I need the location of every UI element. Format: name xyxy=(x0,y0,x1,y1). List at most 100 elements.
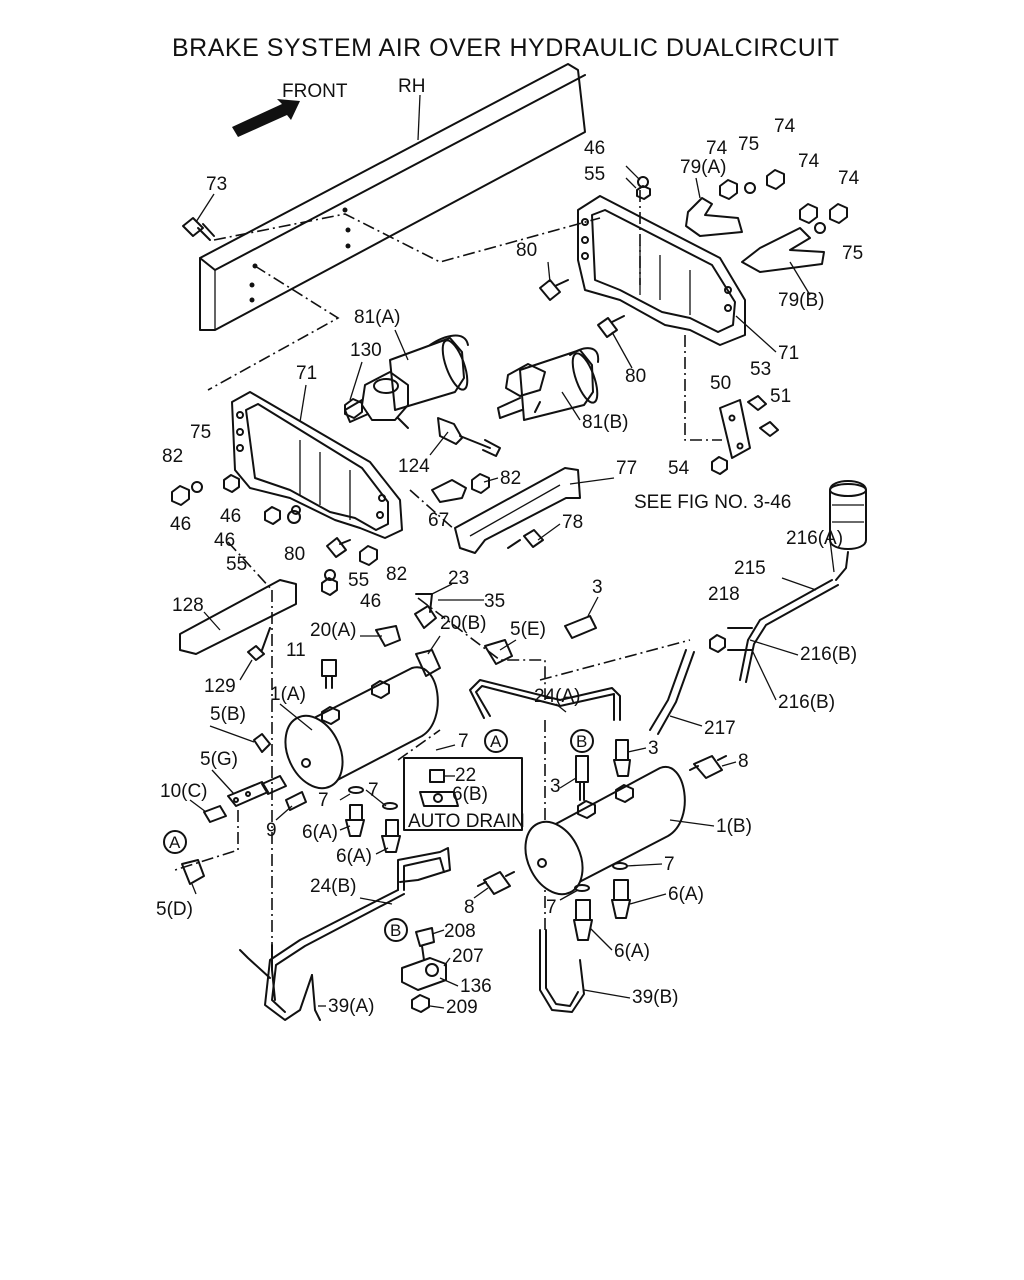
frame-rail xyxy=(199,63,601,391)
callout: 216(A) xyxy=(786,528,843,549)
hose-217 xyxy=(649,649,695,735)
callout: 5(D) xyxy=(156,899,193,920)
svg-text:B: B xyxy=(390,921,401,940)
callout: 46 xyxy=(360,591,381,612)
callout: 82 xyxy=(162,446,183,467)
bracket-128 xyxy=(179,579,297,960)
reference-marker-b-upper: B xyxy=(570,729,594,753)
callout: 53 xyxy=(750,359,771,380)
callout: 79(A) xyxy=(680,157,726,178)
callout: 218 xyxy=(708,584,740,605)
callout: 46 xyxy=(584,138,605,159)
callout: 7 xyxy=(368,780,379,801)
callout: 22 xyxy=(455,765,476,786)
callout: 7 xyxy=(318,790,329,811)
callout: 6(A) xyxy=(614,941,650,962)
air-tank-1b xyxy=(524,765,686,896)
callout: 130 xyxy=(350,340,382,361)
callout: 39(A) xyxy=(328,996,374,1017)
strap-79b xyxy=(741,227,825,273)
callout: 6(A) xyxy=(336,846,372,867)
callout: 77 xyxy=(616,458,637,479)
callout: 46 xyxy=(170,514,191,535)
callout: 8 xyxy=(738,751,749,772)
plate-50 xyxy=(684,335,779,475)
callout: 74 xyxy=(774,116,796,137)
air-pipe-24b xyxy=(264,847,451,1021)
strap-79a xyxy=(685,197,743,237)
relay-valve-81b xyxy=(497,347,600,421)
callout: 51 xyxy=(770,386,791,407)
air-dryer xyxy=(829,480,867,581)
rh-label: RH xyxy=(398,76,425,97)
callout: 129 xyxy=(204,676,236,697)
callout: 11 xyxy=(286,640,306,661)
callout: 1(A) xyxy=(270,684,306,705)
callout: 5(G) xyxy=(200,749,238,770)
callout: 82 xyxy=(386,564,407,585)
drain-valves-tank-b xyxy=(573,862,631,941)
callout: 81(A) xyxy=(354,307,400,328)
callout: 9 xyxy=(266,820,277,841)
callout: 136 xyxy=(460,976,492,997)
callout: 75 xyxy=(842,243,863,264)
callout: 215 xyxy=(734,558,766,579)
callout: 7 xyxy=(458,731,469,752)
callout: 74 xyxy=(838,168,860,189)
front-label: FRONT xyxy=(282,81,348,102)
auto-drain-part: 6(B) xyxy=(452,784,488,805)
page-title: BRAKE SYSTEM AIR OVER HYDRAULIC DUALCIRC… xyxy=(172,34,840,62)
callout: 67 xyxy=(428,510,449,531)
callout: 216(B) xyxy=(778,692,835,713)
callout: 55 xyxy=(348,570,369,591)
pressure-switch-124 xyxy=(437,417,501,457)
callout: 50 xyxy=(710,373,731,394)
callout: 3 xyxy=(648,738,659,759)
callout: 35 xyxy=(484,591,505,612)
callout: 208 xyxy=(444,921,476,942)
bolt-78 xyxy=(507,529,544,549)
callout: 207 xyxy=(452,946,484,967)
clip-assembly-207 xyxy=(401,927,447,1013)
callout: 71 xyxy=(296,363,317,384)
bolt-73 xyxy=(182,217,215,241)
callout: 46 xyxy=(220,506,241,527)
svg-text:B: B xyxy=(576,732,587,751)
callout: 7 xyxy=(546,897,557,918)
callout: 209 xyxy=(446,997,478,1018)
callout: 39(B) xyxy=(632,987,678,1008)
tank-bracket-upper xyxy=(577,190,746,346)
reference-marker-a-lower: A xyxy=(163,830,187,854)
callout: 81(B) xyxy=(582,412,628,433)
bolts-80 xyxy=(539,279,625,338)
callout: 5(B) xyxy=(210,704,246,725)
callout: 75 xyxy=(738,134,759,155)
air-pipe-24a xyxy=(469,679,621,721)
tank-bracket-lower xyxy=(231,391,403,539)
callout: 54 xyxy=(668,458,690,479)
callout: 7 xyxy=(664,854,675,875)
tee-fittings-8 xyxy=(477,755,727,895)
callout: 73 xyxy=(206,174,227,195)
callout: 6(A) xyxy=(302,822,338,843)
svg-text:A: A xyxy=(169,833,181,852)
callout: 1(B) xyxy=(716,816,752,837)
callout: 128 xyxy=(172,595,204,616)
callout: 3 xyxy=(592,577,603,598)
callout: 80 xyxy=(516,240,537,261)
callout: 20(A) xyxy=(310,620,356,641)
callout: 124 xyxy=(398,456,430,477)
callout: 55 xyxy=(584,164,605,185)
callout-leader-lines xyxy=(189,165,835,1009)
relay-valve-81a xyxy=(344,334,469,429)
air-pipe-215 xyxy=(727,579,839,683)
callout: 23 xyxy=(448,568,469,589)
nuts-74-75 xyxy=(636,169,848,234)
callout: 8 xyxy=(464,897,475,918)
callout: 20(B) xyxy=(440,613,486,634)
callout: 82 xyxy=(500,468,521,489)
nut-218 xyxy=(709,634,726,653)
callout: 74 xyxy=(706,138,728,159)
